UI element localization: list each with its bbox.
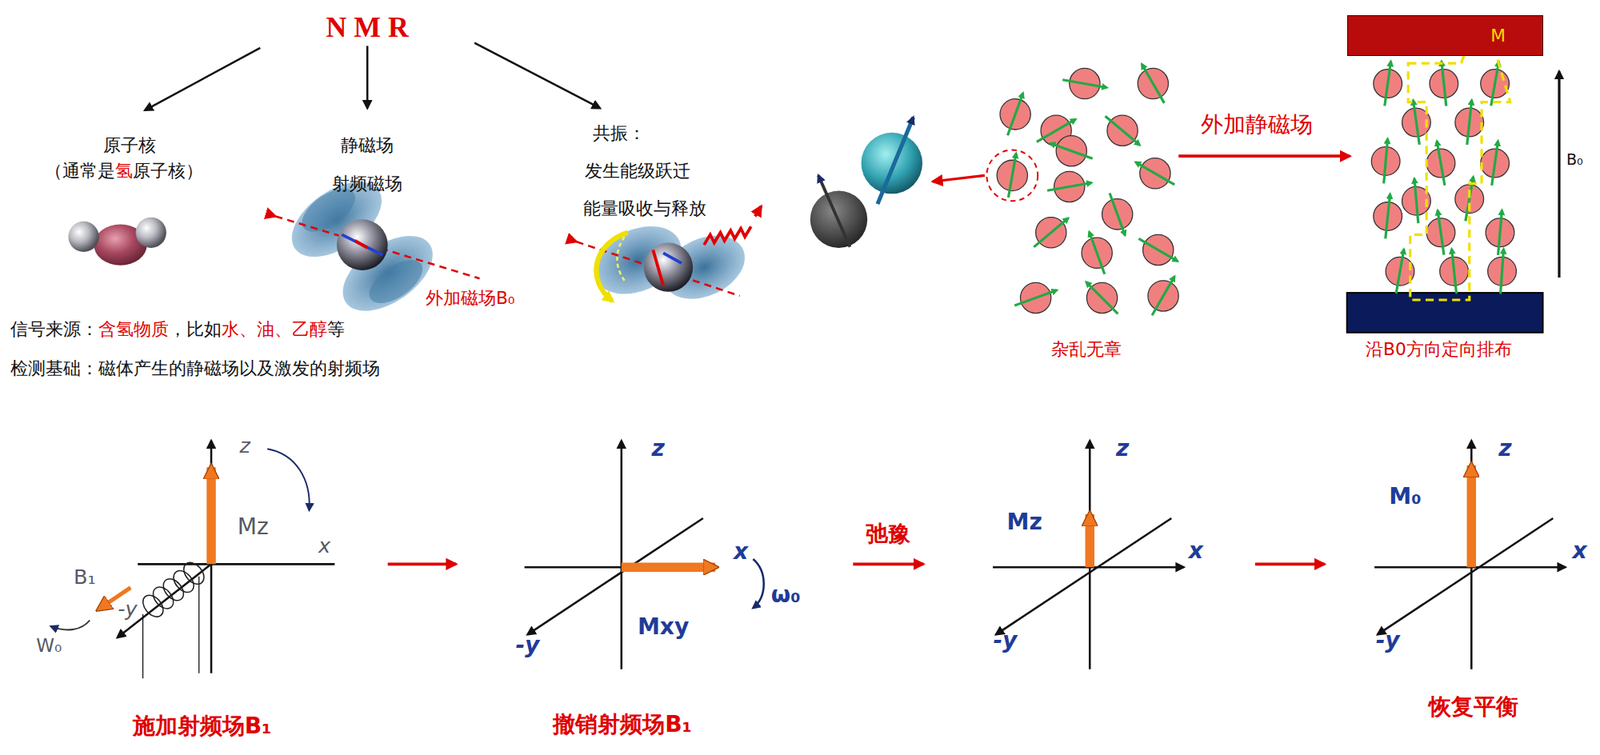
aligned-spin [1480, 61, 1510, 106]
label: B₀ [1566, 151, 1584, 169]
label: 施加射频场B₁ [132, 713, 272, 740]
spin-particle [1000, 92, 1031, 136]
label: 氢 [115, 161, 133, 182]
label: 沿B0方向定向排布 [1365, 340, 1512, 360]
label: 射频磁场 [332, 174, 403, 195]
label: M₀ [1388, 484, 1421, 510]
label: 原子核） [132, 161, 204, 182]
aligned-spin [1426, 210, 1456, 256]
label: 原子核 [103, 136, 156, 156]
axes [992, 440, 1184, 670]
label: 能量吸收与释放 [583, 199, 707, 220]
aligned-spin [1455, 100, 1484, 145]
spin-particle [1148, 276, 1179, 316]
spin-particle [1047, 171, 1092, 202]
spin-particle [1033, 217, 1068, 248]
label: 含氢物质 [98, 320, 169, 340]
spin-particle [996, 153, 1028, 198]
spin-particle [1138, 234, 1178, 265]
label: z [652, 436, 665, 462]
spin-particle [1102, 192, 1133, 236]
label: 弛豫 [865, 521, 911, 548]
label: -y [992, 628, 1017, 654]
spin-particle [1050, 136, 1093, 167]
aligned-spin [1371, 139, 1400, 184]
axes [1374, 440, 1566, 670]
label: x [318, 534, 331, 558]
label: W₀ [36, 635, 62, 656]
label: 信号来源： [10, 320, 99, 340]
label: -y [117, 597, 137, 621]
label: B₁ [73, 565, 96, 589]
label: x [1188, 538, 1204, 564]
label: Mz [1007, 509, 1043, 536]
label: 外加静磁场 [1200, 112, 1313, 138]
title: N M R [326, 11, 409, 44]
aligned-spin [1373, 61, 1403, 107]
aligned-spin [1480, 140, 1510, 186]
label: z [1116, 436, 1129, 462]
label: 静磁场 [340, 136, 394, 156]
spin-particle [1136, 158, 1176, 189]
label: Mxy [637, 614, 689, 640]
label: ω₀ [771, 582, 801, 608]
aligned-spin [1373, 194, 1403, 240]
label: x [733, 539, 748, 565]
label: 恢复平衡 [1428, 694, 1519, 720]
label: （通常是 [44, 161, 116, 182]
aligned-spin [1488, 248, 1517, 294]
spin-particle [1081, 232, 1112, 275]
label: -y [515, 632, 540, 659]
spin-particle [1062, 68, 1107, 99]
aligned-spin [1440, 248, 1469, 294]
label: z [239, 434, 250, 458]
spin-particle [1105, 115, 1140, 146]
aligned-spin [1485, 210, 1515, 256]
label: 撤销射频场B₁ [552, 712, 692, 738]
aligned-spin [1426, 140, 1456, 185]
label: z [1498, 436, 1512, 462]
label: -y [1376, 628, 1400, 654]
spin-particle [1137, 64, 1168, 104]
label: 外加磁场B₀ [425, 288, 516, 309]
magnet-bar: M [1347, 15, 1544, 56]
magnet-label: M [1490, 25, 1506, 46]
label: 发生能级跃迁 [584, 161, 691, 182]
label: ，比如 [168, 320, 222, 340]
axes [524, 440, 716, 670]
label: 等 [327, 320, 345, 340]
label: x [1572, 538, 1587, 564]
label: 杂乱无章 [1051, 340, 1122, 360]
label: 检测基础：磁体产生的静磁场以及激发的射频场 [10, 359, 380, 380]
label: 水、油、乙醇 [221, 320, 328, 340]
aligned-spin [1429, 61, 1459, 107]
spin-particle [1086, 282, 1119, 315]
spin-particle [1014, 282, 1057, 313]
label: Mz [237, 514, 269, 540]
label: 共振： [592, 124, 646, 144]
